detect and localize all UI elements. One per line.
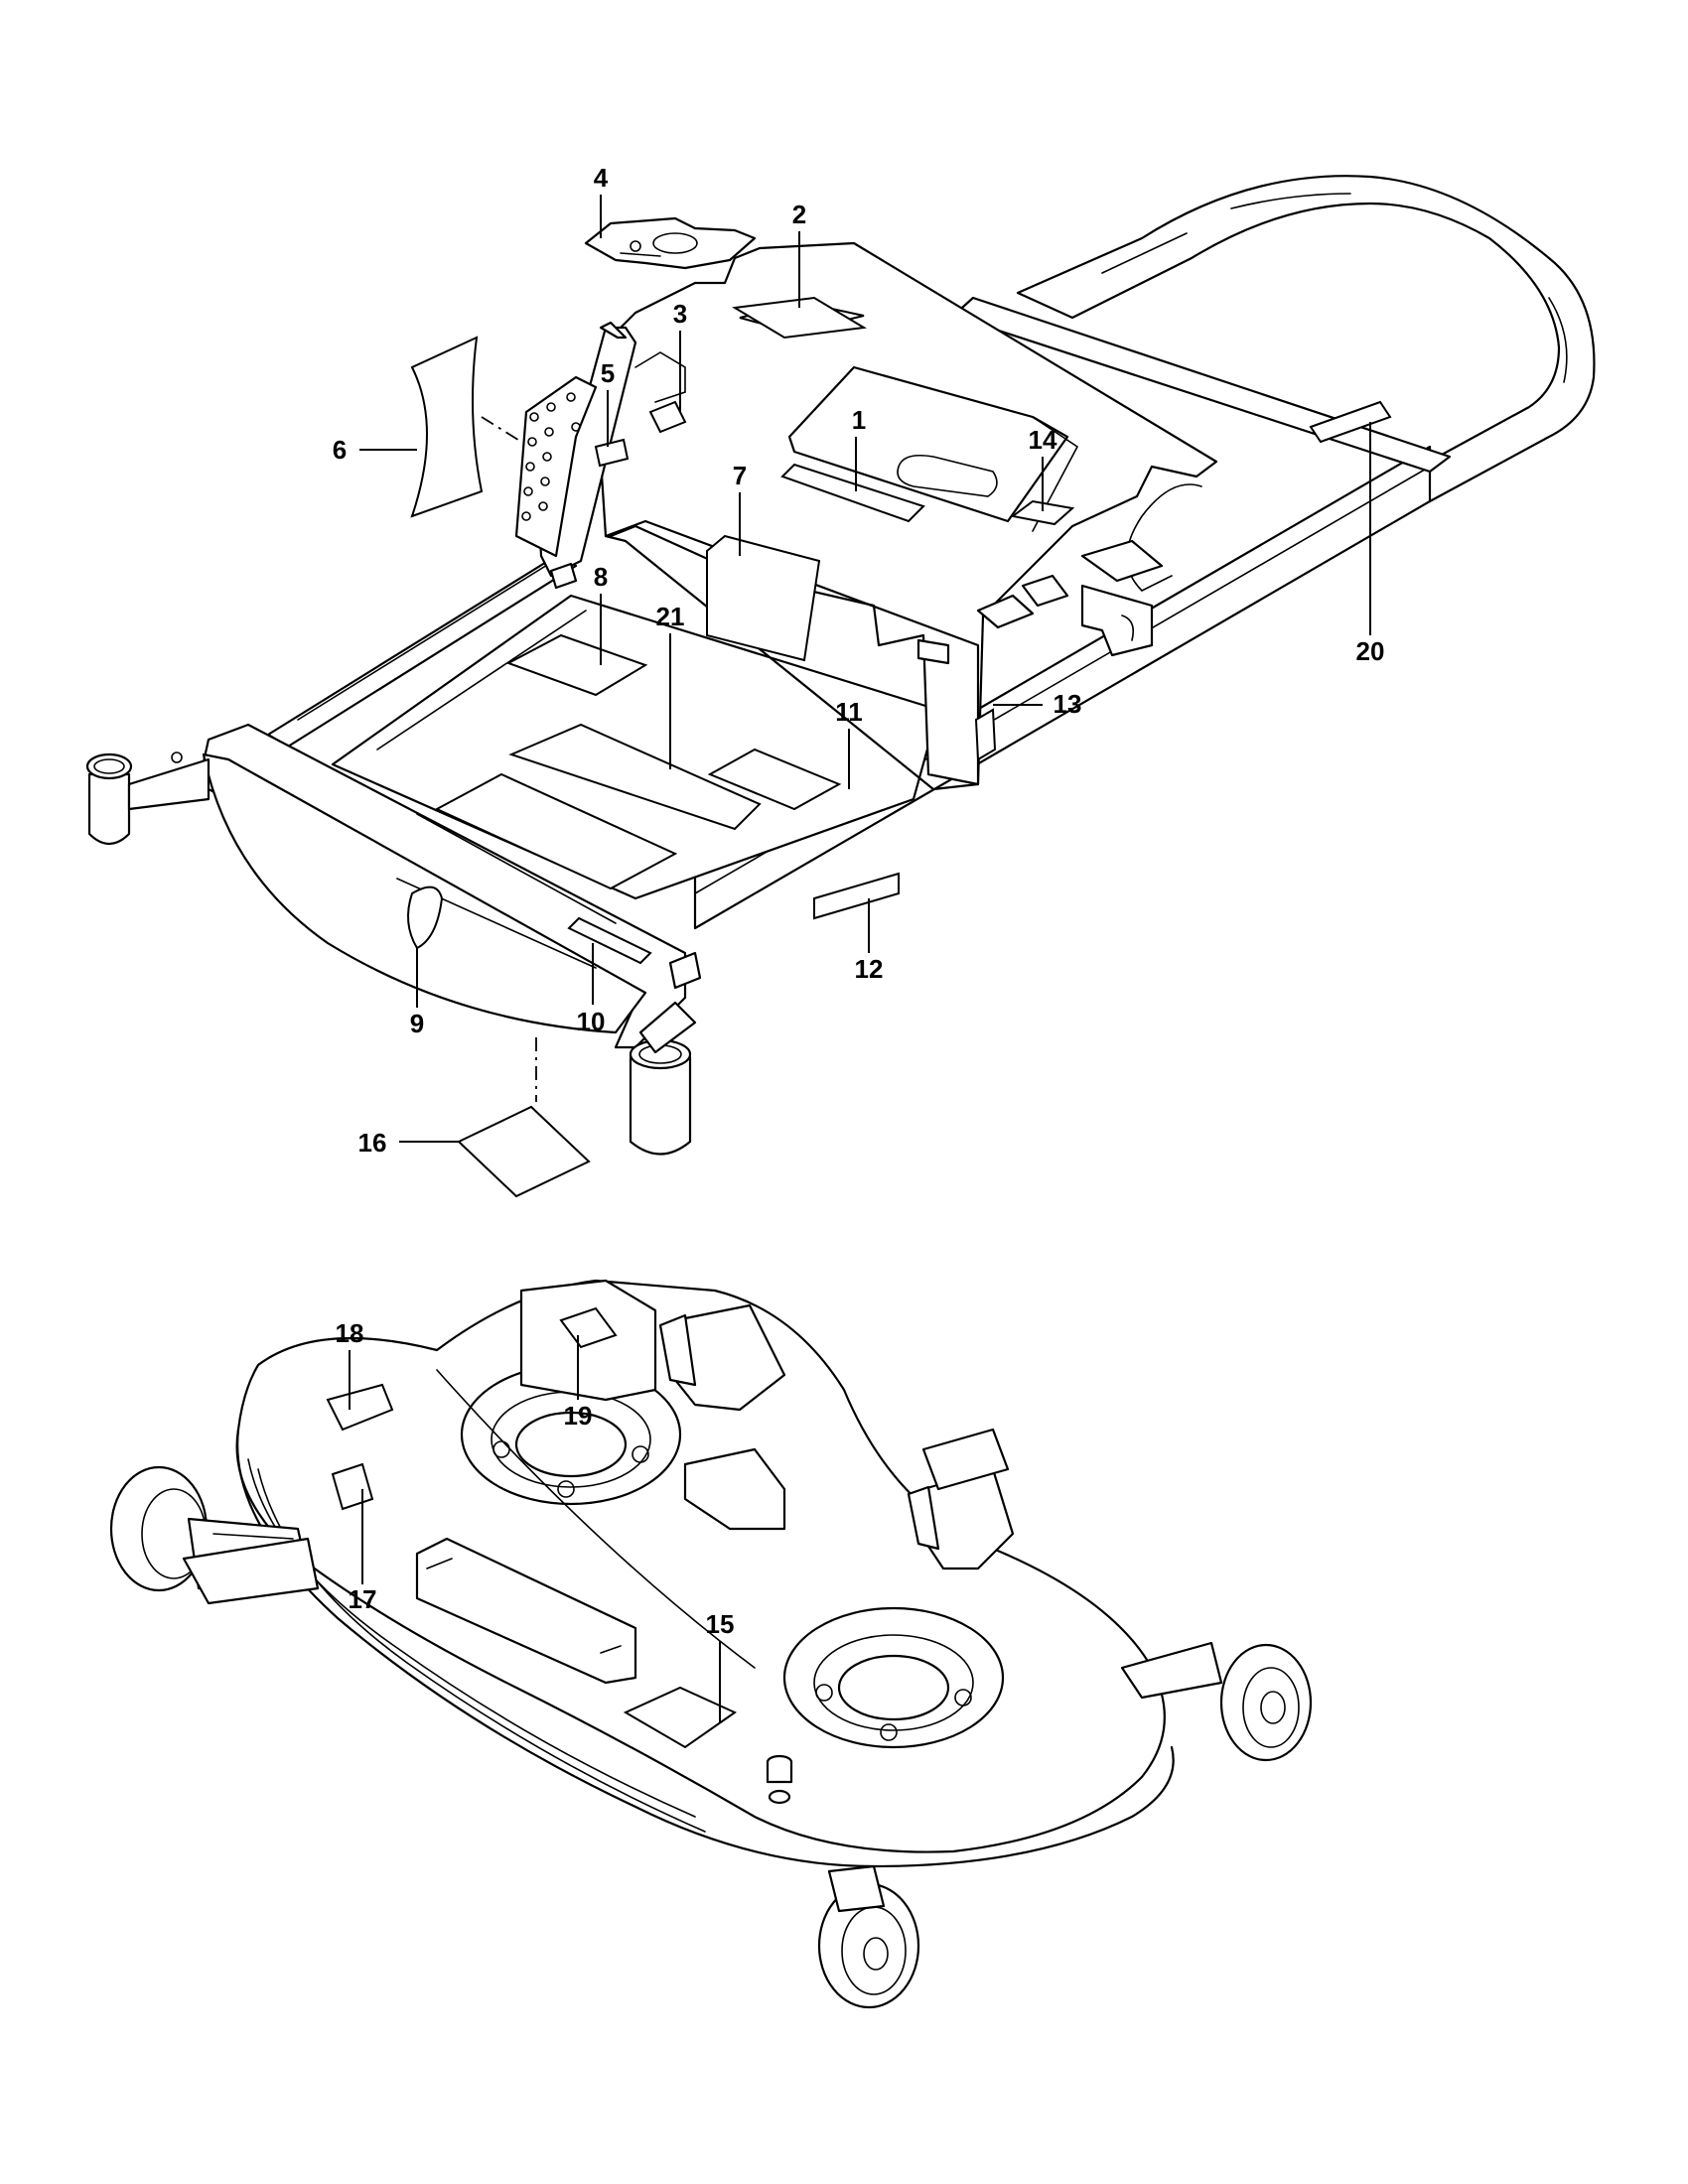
decal-21a <box>508 723 762 831</box>
rear-bracket <box>921 1428 1010 1491</box>
decal-3 <box>648 400 687 434</box>
callout-label: 2 <box>792 200 806 229</box>
deck-wheel-front <box>817 1864 920 2009</box>
callout-21: 21 <box>656 602 685 769</box>
callout-label: 11 <box>835 697 863 727</box>
callout-18: 18 <box>336 1318 364 1410</box>
decal-2-shape <box>732 296 867 340</box>
callout-19: 19 <box>564 1335 593 1431</box>
decal-10 <box>567 916 652 965</box>
decal-19 <box>559 1306 618 1349</box>
callout-label: 17 <box>349 1584 377 1614</box>
callout-1: 1 <box>852 405 866 491</box>
callout-9: 9 <box>410 948 424 1038</box>
callout-label: 9 <box>410 1009 424 1038</box>
callout-5: 5 <box>601 358 615 447</box>
callout-label: 10 <box>577 1007 606 1036</box>
alignment-line-6 <box>481 416 522 443</box>
callout-label: 16 <box>358 1128 387 1158</box>
deck-wheel-right <box>1120 1641 1313 1762</box>
callout-17: 17 <box>349 1489 377 1614</box>
decal-4-bracket <box>584 216 757 270</box>
decal-13 <box>974 708 997 761</box>
callout-label: 3 <box>673 299 687 329</box>
decal-21b <box>434 772 678 890</box>
callout-label: 6 <box>333 435 347 465</box>
callout-label: 8 <box>594 562 608 592</box>
front-tab <box>668 951 702 990</box>
decal-12 <box>813 872 900 920</box>
callout-label: 21 <box>656 602 685 631</box>
callout-3: 3 <box>673 299 687 412</box>
decal-18 <box>326 1383 394 1432</box>
decal-16 <box>457 1105 591 1198</box>
callout-14: 14 <box>1029 425 1057 511</box>
decal-14 <box>1010 499 1075 526</box>
callout-label: 15 <box>706 1609 735 1639</box>
callout-label: 4 <box>594 163 609 193</box>
left-deck-arm <box>182 1537 320 1605</box>
decal-6 <box>410 336 484 518</box>
callout-6: 6 <box>333 435 417 465</box>
left-mount-bracket <box>514 321 637 590</box>
decal-11 <box>707 748 842 811</box>
mower-deck <box>235 1279 1175 1868</box>
callout-7: 7 <box>733 461 747 556</box>
callout-13: 13 <box>993 689 1081 719</box>
caster-tube-left <box>85 751 211 846</box>
callout-label: 18 <box>336 1318 364 1348</box>
caster-tube-right <box>629 1001 697 1156</box>
callout-15: 15 <box>706 1609 735 1722</box>
callout-11: 11 <box>835 697 863 789</box>
decal-7 <box>706 534 821 662</box>
decal-9 <box>407 886 444 950</box>
callout-label: 5 <box>601 358 615 388</box>
decal-8 <box>505 633 648 697</box>
callout-8: 8 <box>594 562 608 665</box>
decal-5 <box>594 438 630 468</box>
callout-2: 2 <box>792 200 806 308</box>
callout-20: 20 <box>1356 422 1385 666</box>
callout-label: 12 <box>855 954 884 984</box>
callout-10: 10 <box>577 943 606 1036</box>
callout-label: 13 <box>1054 689 1082 719</box>
callout-label: 7 <box>733 461 747 490</box>
callout-label: 14 <box>1029 425 1057 455</box>
decal-20 <box>1309 400 1392 444</box>
decal-15 <box>623 1686 738 1749</box>
callout-16: 16 <box>358 1128 459 1158</box>
callout-label: 20 <box>1356 636 1385 666</box>
grease-fitting <box>766 1754 793 1805</box>
decal-1 <box>780 463 925 523</box>
callout-label: 1 <box>852 405 866 435</box>
callout-4: 4 <box>594 163 609 238</box>
callout-12: 12 <box>855 898 884 984</box>
callout-label: 19 <box>564 1401 593 1431</box>
